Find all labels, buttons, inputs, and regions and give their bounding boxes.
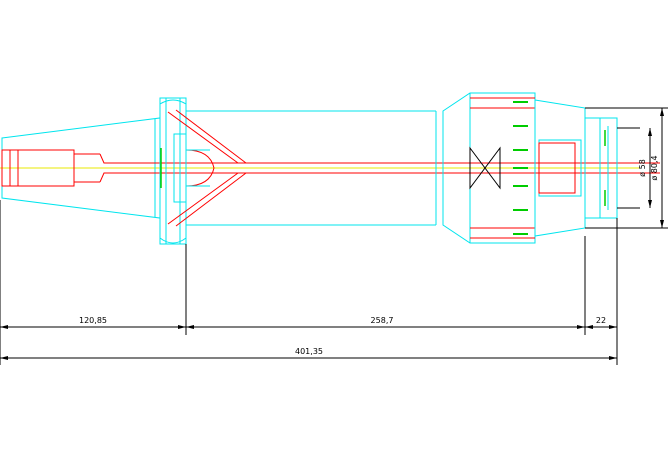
nose-inner-red <box>538 142 576 194</box>
collet-inner-red <box>470 97 535 239</box>
dimension-label-bore-diameter: ø 58 <box>638 159 647 177</box>
dimension-extension-lines <box>0 107 668 365</box>
center-bowtie <box>469 146 501 190</box>
dimension-label-overall-length: 401,35 <box>295 347 323 356</box>
dimension-lines <box>0 108 663 359</box>
dimension-label-nose-length: 22 <box>596 316 606 325</box>
dimension-arrows <box>0 108 664 360</box>
coolant-channels <box>167 109 247 227</box>
flange <box>159 97 187 245</box>
dimension-label-body-length: 258,7 <box>371 316 394 325</box>
body-inner-lines <box>186 149 210 187</box>
dimension-label-taper-length: 120,85 <box>79 316 107 325</box>
dimension-label-nose-diameter: ø 80,4 <box>650 155 659 180</box>
collet-nut-details <box>513 101 528 235</box>
retention-knob <box>1 149 660 187</box>
